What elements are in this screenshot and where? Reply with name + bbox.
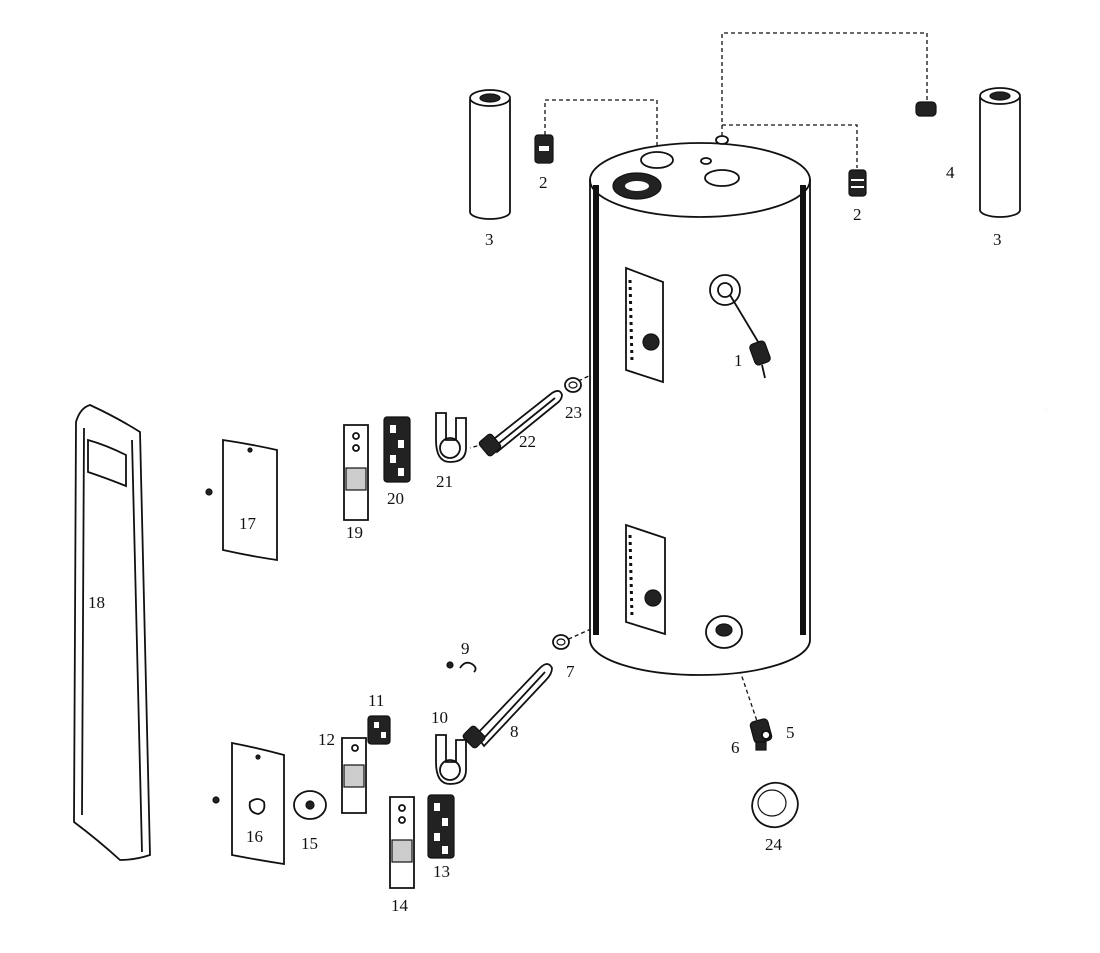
upper-thermostat-bracket [343, 424, 369, 521]
label-22: 22 [519, 432, 536, 451]
lower-access-cover [212, 741, 285, 866]
dip-tube-part [906, 101, 1048, 448]
label-24: 24 [765, 835, 783, 854]
label-10: 10 [431, 708, 448, 727]
label-7: 7 [566, 662, 575, 681]
upper-access-cover [205, 438, 278, 562]
element-gasket-upper [564, 377, 582, 393]
heat-trap-nipple-left [534, 134, 554, 164]
label-14: 14 [391, 896, 409, 915]
label-6: 6 [731, 738, 740, 757]
label-1: 1 [734, 351, 743, 370]
heat-trap-nipple-right [848, 169, 867, 197]
drain-valve-part [749, 718, 773, 751]
label-8: 8 [510, 722, 519, 741]
element-insulation-block-lower [435, 734, 467, 785]
element-gasket-lower [552, 634, 570, 650]
plug-button [293, 790, 327, 820]
label-11: 11 [368, 691, 384, 710]
water-heater-tank [589, 135, 811, 676]
label-2-left: 2 [539, 173, 548, 192]
label-9: 9 [461, 639, 470, 658]
label-5: 5 [786, 723, 795, 742]
high-limit-switch [367, 715, 391, 745]
relief-valve-part [729, 294, 771, 379]
label-18: 18 [88, 593, 105, 612]
jacket-panel [73, 404, 151, 861]
label-21: 21 [436, 472, 453, 491]
label-12: 12 [318, 730, 335, 749]
label-15: 15 [301, 834, 318, 853]
label-13: 13 [433, 862, 450, 881]
high-limit-bracket [341, 737, 367, 814]
lower-thermostat [427, 794, 455, 859]
pipe-insulation-right [979, 87, 1021, 218]
label-17: 17 [239, 514, 257, 533]
lower-heating-element [462, 663, 553, 749]
drain-cap [751, 781, 799, 829]
label-23: 23 [565, 403, 582, 422]
part-labels: 1 2 2 3 3 4 5 6 7 8 9 10 11 12 13 14 15 … [88, 163, 1002, 915]
label-19: 19 [346, 523, 363, 542]
upper-heating-element [478, 390, 563, 457]
label-4: 4 [946, 163, 955, 182]
upper-thermostat [383, 416, 411, 483]
lower-thermostat-bracket [389, 796, 415, 889]
label-20: 20 [387, 489, 404, 508]
label-3-right: 3 [993, 230, 1002, 249]
element-insulation-block-upper [435, 412, 467, 463]
wire-clip-part [446, 661, 477, 673]
label-3-left: 3 [485, 230, 494, 249]
pipe-insulation-left [469, 89, 511, 220]
label-16: 16 [246, 827, 263, 846]
label-2-right: 2 [853, 205, 862, 224]
